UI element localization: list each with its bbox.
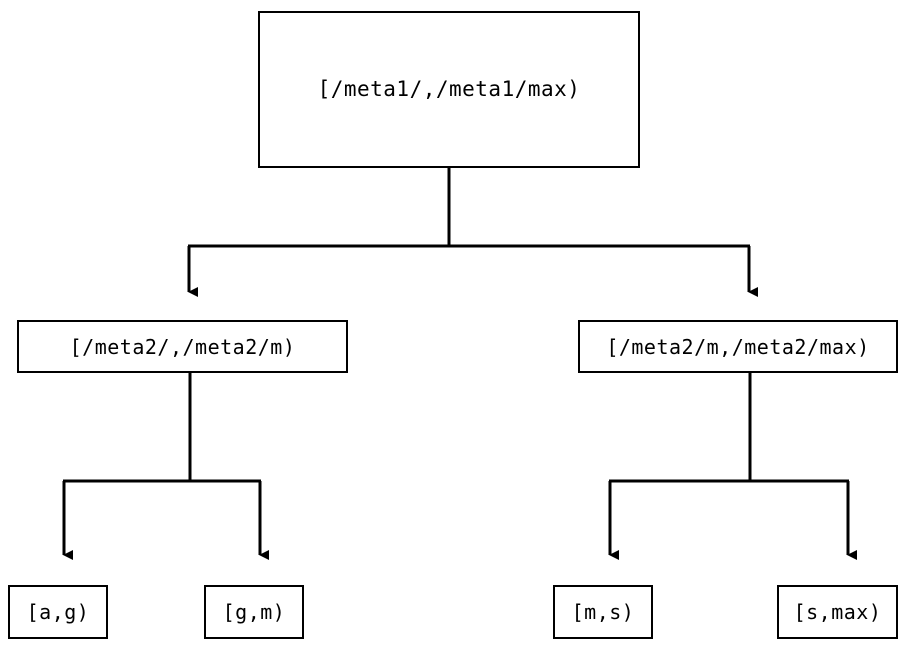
- edge-mid-right-to-leaves: [608, 373, 857, 560]
- edge-mid-left-to-leaves: [62, 373, 269, 560]
- tree-node-root[interactable]: [/meta1/,/meta1/max): [258, 11, 640, 168]
- tree-node-root-label: [/meta1/,/meta1/max): [317, 77, 581, 101]
- tree-node-leaf-3[interactable]: [m,s): [553, 585, 653, 639]
- tree-node-mid-right-label: [/meta2/m,/meta2/max): [606, 334, 870, 359]
- tree-node-leaf-1[interactable]: [a,g): [8, 585, 108, 639]
- tree-node-leaf-3-label: [m,s): [571, 600, 635, 624]
- tree-node-leaf-4[interactable]: [s,max): [777, 585, 898, 639]
- tree-node-mid-right[interactable]: [/meta2/m,/meta2/max): [578, 320, 898, 373]
- tree-node-leaf-2[interactable]: [g,m): [204, 585, 304, 639]
- tree-node-leaf-1-label: [a,g): [26, 600, 90, 624]
- tree-node-mid-left[interactable]: [/meta2/,/meta2/m): [17, 320, 348, 373]
- edge-root-to-mid: [187, 168, 758, 297]
- tree-node-leaf-4-label: [s,max): [793, 600, 882, 624]
- tree-node-leaf-2-label: [g,m): [222, 600, 286, 624]
- tree-node-mid-left-label: [/meta2/,/meta2/m): [69, 334, 296, 359]
